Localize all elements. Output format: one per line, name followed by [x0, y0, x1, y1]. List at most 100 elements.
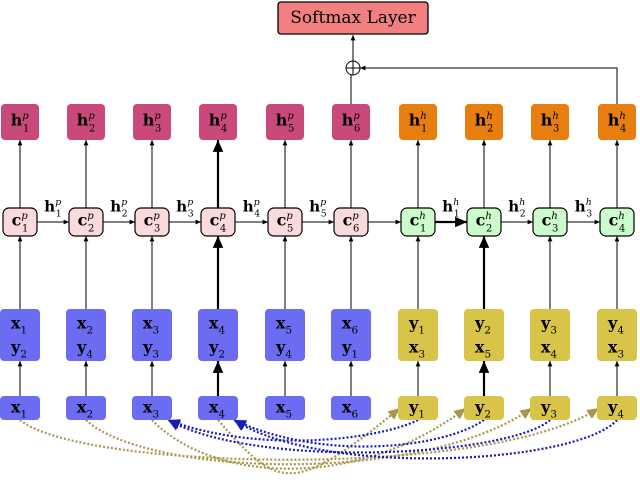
- premise-input-top-label: x3: [143, 314, 159, 337]
- hypothesis-cell-box: [466, 207, 502, 237]
- premise-token-label: x4: [209, 398, 226, 421]
- premise-input-top-label: x2: [77, 314, 93, 337]
- premise-input-top-label: x6: [342, 314, 358, 337]
- hypothesis-token-label: y1: [408, 398, 425, 421]
- hypothesis-input-top-label: y2: [474, 314, 491, 337]
- premise-input-box: [66, 309, 106, 361]
- attention-y-to-x-link: [167, 418, 419, 442]
- premise-input-top-label: x1: [11, 314, 27, 337]
- premise-cell-box: [200, 207, 236, 237]
- attention-y-to-x-link: [167, 419, 551, 454]
- hypothesis-input-box: [530, 309, 570, 361]
- hypothesis-token-box: [398, 396, 438, 420]
- hypothesis-cell-box: [599, 207, 635, 237]
- premise-input-box: [265, 309, 305, 361]
- softmax-layer: Softmax Layer: [277, 1, 429, 35]
- hypothesis-input-box: [398, 309, 438, 361]
- hypothesis-token-box: [464, 396, 504, 420]
- attention-x-to-y-link: [151, 407, 467, 470]
- hypothesis-cell-box: [532, 207, 568, 237]
- hypothesis-output-box: [399, 104, 437, 140]
- hypothesis-input-top-label: y1: [408, 314, 425, 337]
- premise-token-box: [331, 396, 371, 420]
- premise-cell-box: [333, 207, 369, 237]
- premise-token-box: [66, 396, 106, 420]
- hypothesis-input-box: [464, 309, 504, 361]
- premise-token-label: x5: [276, 398, 292, 421]
- softmax-box: [277, 1, 429, 35]
- premise-token-label: x6: [342, 398, 358, 421]
- connection-lines: [17, 35, 620, 396]
- premise-input-top-label: x4: [209, 314, 226, 337]
- premise-cell-box: [68, 207, 104, 237]
- premise-output-box: [1, 104, 39, 140]
- attention-y-to-x-link: [233, 419, 485, 448]
- hypothesis-output-box: [465, 104, 503, 140]
- premise-input-top-label: x5: [276, 314, 292, 337]
- premise-input-bottom-label: y2: [208, 338, 225, 361]
- hypothesis-input-box: [597, 309, 637, 361]
- attention-x-to-y-link: [19, 407, 600, 461]
- hypothesis-output-box: [531, 104, 569, 140]
- hypothesis-token-box: [530, 396, 570, 420]
- premise-token-box: [265, 396, 305, 420]
- combine-node: [345, 60, 361, 76]
- softmax-label: Softmax Layer: [290, 8, 416, 28]
- premise-token-box: [198, 396, 238, 420]
- hypothesis-cell-box: [400, 207, 436, 237]
- hypothesis-input-top-label: y4: [607, 314, 624, 337]
- hypothesis-output-to-combine: [360, 65, 618, 104]
- hypothesis-output-box: [598, 104, 636, 140]
- hypothesis-input-bottom-label: x3: [409, 338, 425, 361]
- hypothesis-token-label: y3: [540, 398, 557, 421]
- hypothesis-token-label: y2: [474, 398, 491, 421]
- premise-input-bottom-label: y4: [76, 338, 93, 361]
- premise-input-box: [198, 309, 238, 361]
- attention-links: [19, 407, 618, 475]
- premise-token-box: [0, 396, 40, 420]
- premise-token-label: x1: [11, 398, 27, 421]
- hypothesis-input-bottom-label: x4: [541, 338, 558, 361]
- premise-input-bottom-label: y1: [341, 338, 358, 361]
- premise-cell-box: [2, 207, 38, 237]
- premise-input-bottom-label: y4: [275, 338, 292, 361]
- hypothesis-token-label: y4: [607, 398, 624, 421]
- premise-input-bottom-label: y3: [142, 338, 159, 361]
- premise-output-box: [133, 104, 171, 140]
- premise-output-box: [67, 104, 105, 140]
- hypothesis-token-box: [597, 396, 637, 420]
- hypothesis-input-bottom-label: x5: [475, 338, 491, 361]
